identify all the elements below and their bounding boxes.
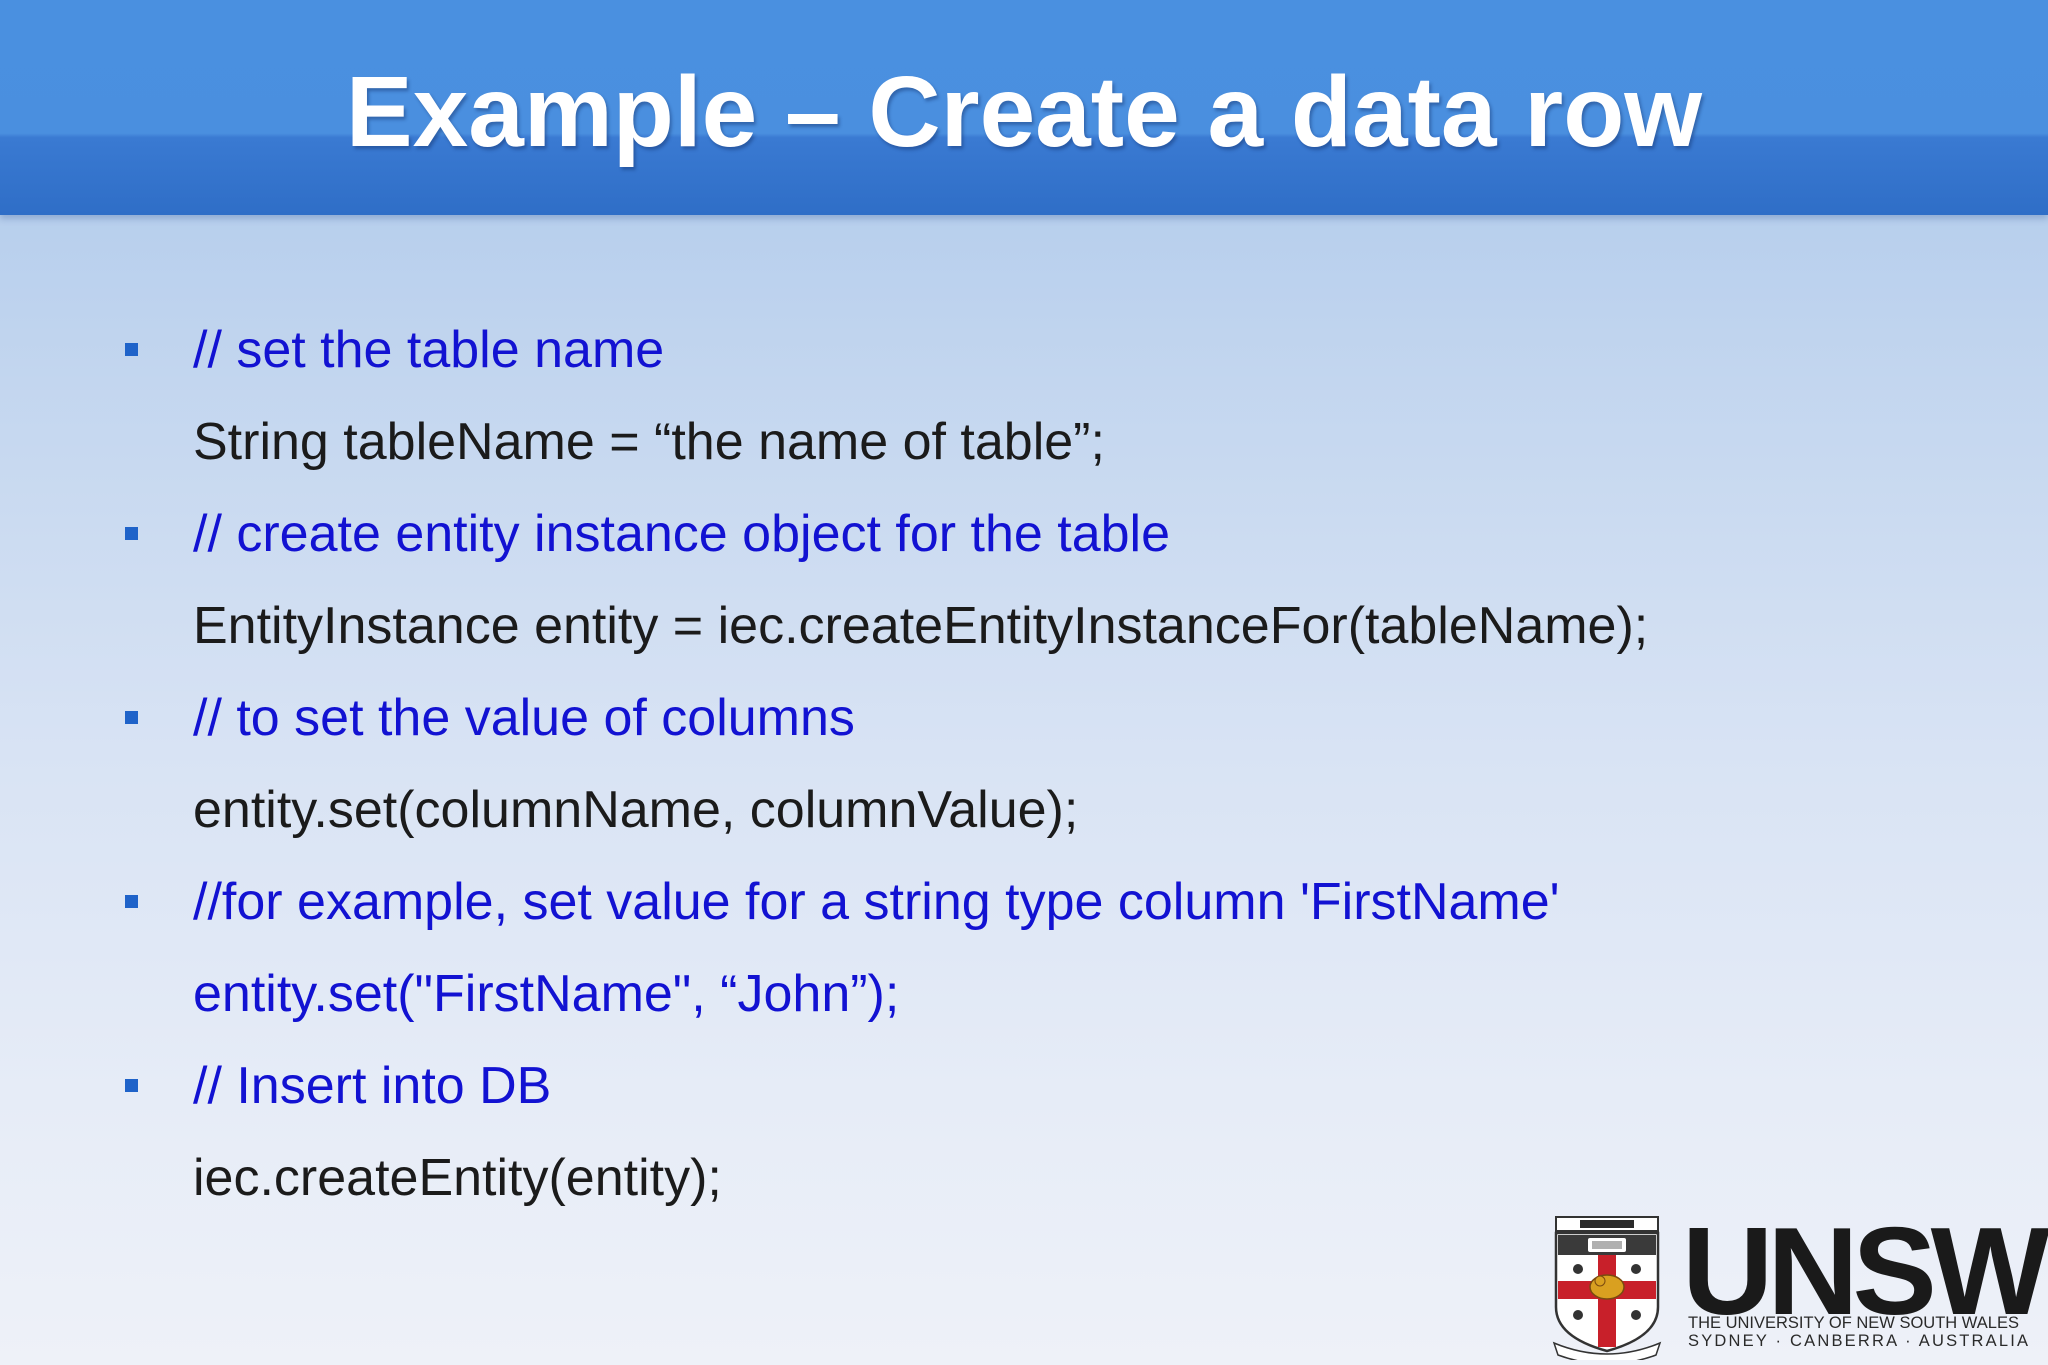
comment-line: // create entity instance object for the… — [193, 505, 1171, 563]
code-line: entity.set(columnName, columnValue); — [193, 781, 1079, 839]
bullet-icon — [125, 1079, 138, 1092]
code-line: entity.set("FirstName", “John”); — [193, 965, 900, 1023]
logo-subtitle-campuses: SYDNEY · CANBERRA · AUSTRALIA — [1688, 1332, 2031, 1350]
logo-wordmark: UNSW — [1682, 1203, 2048, 1341]
bullet-icon — [125, 895, 138, 908]
comment-line: // Insert into DB — [193, 1057, 552, 1115]
slide-title: Example – Create a data row — [345, 56, 1703, 168]
code-line: EntityInstance entity = iec.createEntity… — [193, 597, 1649, 655]
code-line: iec.createEntity(entity); — [193, 1149, 722, 1207]
comment-line: // to set the value of columns — [193, 689, 855, 747]
title-bar — [0, 0, 2048, 215]
code-line: String tableName = “the name of table”; — [193, 413, 1105, 471]
unsw-crest-icon — [1552, 1216, 1662, 1360]
bullet-icon — [125, 527, 138, 540]
comment-line: // set the table name — [193, 321, 665, 379]
bullet-icon — [125, 711, 138, 724]
unsw-logo: UNSW THE UNIVERSITY OF NEW SOUTH WALES S… — [1552, 1210, 2048, 1360]
bullet-icon — [125, 343, 138, 356]
comment-line: //for example, set value for a string ty… — [193, 873, 1560, 931]
logo-subtitle-university: THE UNIVERSITY OF NEW SOUTH WALES — [1688, 1314, 2019, 1332]
